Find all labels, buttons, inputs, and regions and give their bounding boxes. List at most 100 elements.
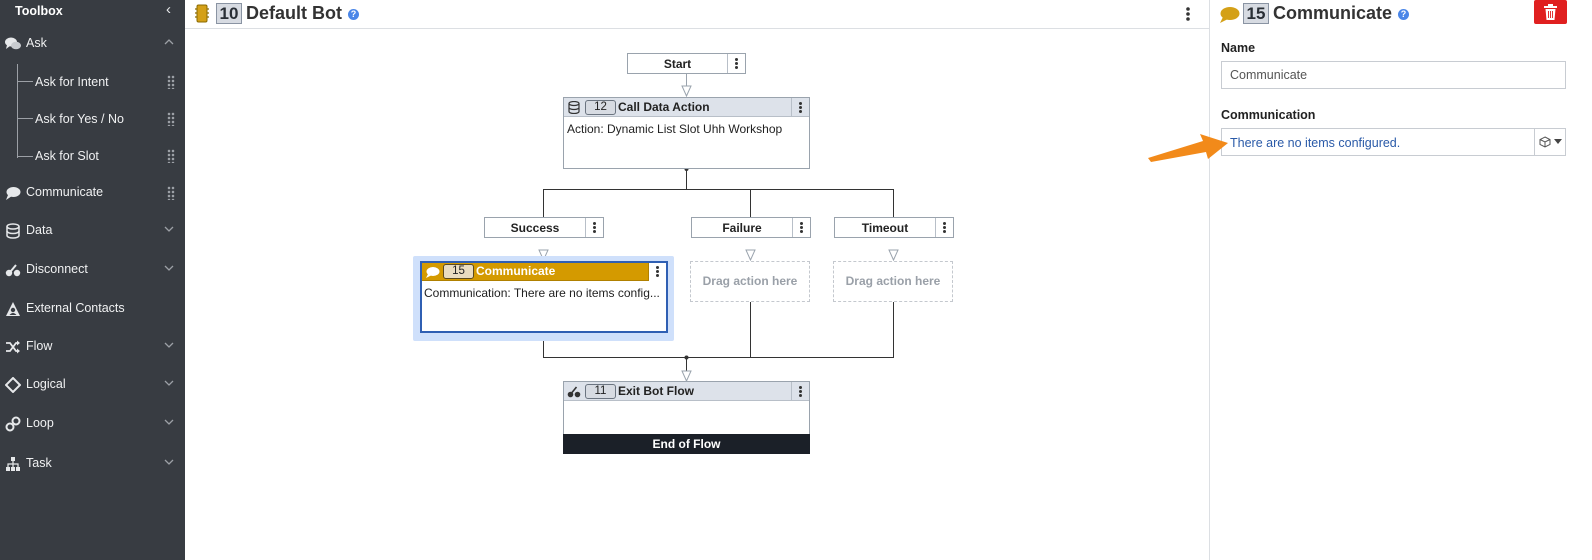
help-icon[interactable]: ? [348,9,359,20]
toolbox-item-ask-for-yes-no[interactable]: Ask for Yes / No [0,106,185,132]
node-body-text: Communication: There are no items config… [424,286,660,300]
chevron-down-icon[interactable] [163,456,175,468]
toolbox-item-ask-for-slot[interactable]: Ask for Slot [0,143,185,169]
communication-builder-button[interactable] [1534,129,1565,155]
tree-line [17,64,18,158]
connector [543,189,893,190]
speech-bubble-icon [426,267,440,278]
connector [686,357,687,371]
chevron-up-icon[interactable] [163,36,175,48]
path-label: Failure [722,221,762,235]
cube-icon [1539,136,1551,148]
node-menu-icon[interactable] [791,98,809,117]
chevron-down-icon[interactable] [163,377,175,389]
toolbox-item-ask-for-intent[interactable]: Ask for Intent [0,69,185,95]
connector [893,189,894,217]
toolbox-category-disconnect[interactable]: Disconnect [0,257,185,283]
path-label: Success [510,221,560,235]
help-icon[interactable]: ? [1398,9,1409,20]
bot-flow-icon [195,4,209,23]
flow-menu-icon[interactable] [1185,4,1191,24]
action-id-badge: 15 [1243,3,1269,24]
toolbox-category-external-contacts[interactable]: External Contacts [0,296,185,322]
chevron-down-icon[interactable] [163,262,175,274]
name-input[interactable] [1221,61,1566,89]
toolbox-title: Toolbox [15,4,63,18]
item-label: Ask for Intent [35,75,109,89]
flow-header: 10 Default Bot ? [185,0,1209,29]
speech-bubble-icon [6,187,21,200]
call-data-action-node[interactable]: 12 Call Data Action Action: Dynamic List… [563,97,810,169]
node-body-text: Action: Dynamic List Slot Uhh Workshop [567,122,783,136]
node-title: Call Data Action [618,100,710,114]
item-label: Ask for Slot [35,149,99,163]
node-menu-icon[interactable] [935,218,953,237]
start-node[interactable]: Start [627,53,746,74]
delete-button[interactable] [1534,0,1567,24]
flow-id-badge: 10 [216,3,242,24]
toolbox-category-logical[interactable]: Logical [0,372,185,398]
toolbox-header: Toolbox ‹ [0,0,185,22]
node-title: Communicate [476,264,556,278]
toolbox-category-ask[interactable]: Ask [0,31,185,57]
communicate-node[interactable]: 15 Communicate Communication: There are … [420,261,668,333]
drag-handle-icon[interactable] [167,112,175,126]
category-label: Logical [26,377,66,391]
connector [686,74,687,86]
flow-title: Default Bot [246,3,342,23]
chevron-down-icon[interactable] [163,223,175,235]
node-id-badge: 15 [443,264,474,279]
node-menu-icon[interactable] [791,382,809,401]
node-menu-icon[interactable] [585,218,603,237]
toolbox-category-data[interactable]: Data [0,218,185,244]
category-label: Communicate [26,185,104,199]
speech-bubble-icon [1220,7,1240,23]
tree-line [17,81,33,82]
flow-canvas[interactable]: Start 12 Call Data Action Action: Dynami… [185,30,1209,560]
path-timeout[interactable]: Timeout [834,217,954,238]
toolbox-category-flow[interactable]: Flow [0,334,185,360]
loop-icon [5,416,21,432]
path-success[interactable]: Success [484,217,604,238]
toolbox-sidebar: Toolbox ‹ Ask Ask for Intent Ask for Yes… [0,0,185,560]
node-menu-icon[interactable] [727,54,745,73]
disconnect-icon [567,386,581,398]
drag-handle-icon[interactable] [167,149,175,163]
database-icon [568,101,580,114]
category-label: External Contacts [26,301,125,315]
action-title: Communicate [1273,3,1393,23]
properties-panel: 15 Communicate ? Name Communication Ther… [1209,0,1592,560]
speech-bubbles-icon [5,37,21,50]
toolbox-category-loop[interactable]: Loop [0,411,185,437]
chevron-down-icon[interactable] [163,339,175,351]
diamond-icon [5,377,21,393]
drag-handle-icon[interactable] [167,186,175,200]
drag-handle-icon[interactable] [167,75,175,89]
path-label: Timeout [861,221,909,235]
node-header: 12 Call Data Action [564,98,809,117]
node-header: 15 Communicate [422,263,666,281]
collapse-toolbox-icon[interactable]: ‹ [166,1,171,18]
connector [543,332,544,357]
drop-zone-timeout[interactable]: Drag action here [833,261,953,302]
communication-field[interactable]: There are no items configured. [1221,128,1566,156]
drop-zone-label: Drag action here [845,274,941,288]
shuffle-icon [6,340,20,354]
contacts-icon [6,302,20,316]
toolbox-category-task[interactable]: Task [0,451,185,477]
category-label: Flow [26,339,53,353]
drop-zone-failure[interactable]: Drag action here [690,261,810,302]
path-failure[interactable]: Failure [691,217,811,238]
category-label: Data [26,223,53,237]
start-label: Start [663,57,692,71]
node-title: Exit Bot Flow [618,384,694,398]
drop-zone-label: Drag action here [702,274,798,288]
caret-down-icon [1554,139,1562,144]
chevron-down-icon[interactable] [163,416,175,428]
connector [686,169,687,189]
category-label: Disconnect [26,262,88,276]
toolbox-category-communicate[interactable]: Communicate [0,180,185,206]
node-menu-icon[interactable] [792,218,810,237]
node-menu-icon[interactable] [648,263,666,281]
tree-line [17,156,33,157]
